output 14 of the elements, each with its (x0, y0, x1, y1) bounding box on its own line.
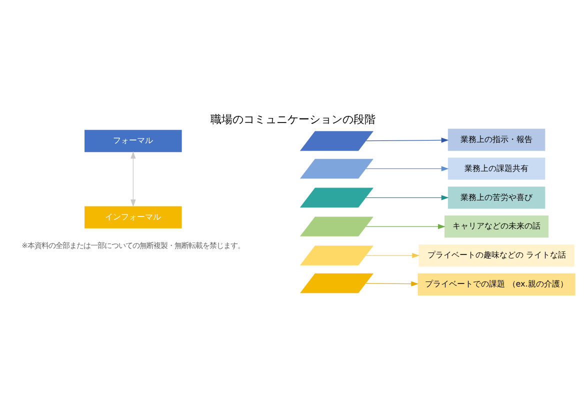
diagram-title: 職場のコミュニケーションの段階 (210, 112, 376, 126)
node-parallelogram (300, 130, 374, 150)
node-parallelogram (300, 216, 374, 236)
arrow (366, 194, 449, 200)
node-parallelogram (300, 272, 374, 293)
arrow (366, 166, 449, 171)
arrow (130, 150, 136, 206)
node-parallelogram (300, 245, 374, 265)
arrow (366, 252, 420, 258)
node-parallelogram (300, 158, 374, 178)
node-parallelogram (300, 187, 374, 207)
arrow (366, 224, 446, 229)
arrow (366, 137, 449, 142)
arrow (366, 280, 419, 286)
